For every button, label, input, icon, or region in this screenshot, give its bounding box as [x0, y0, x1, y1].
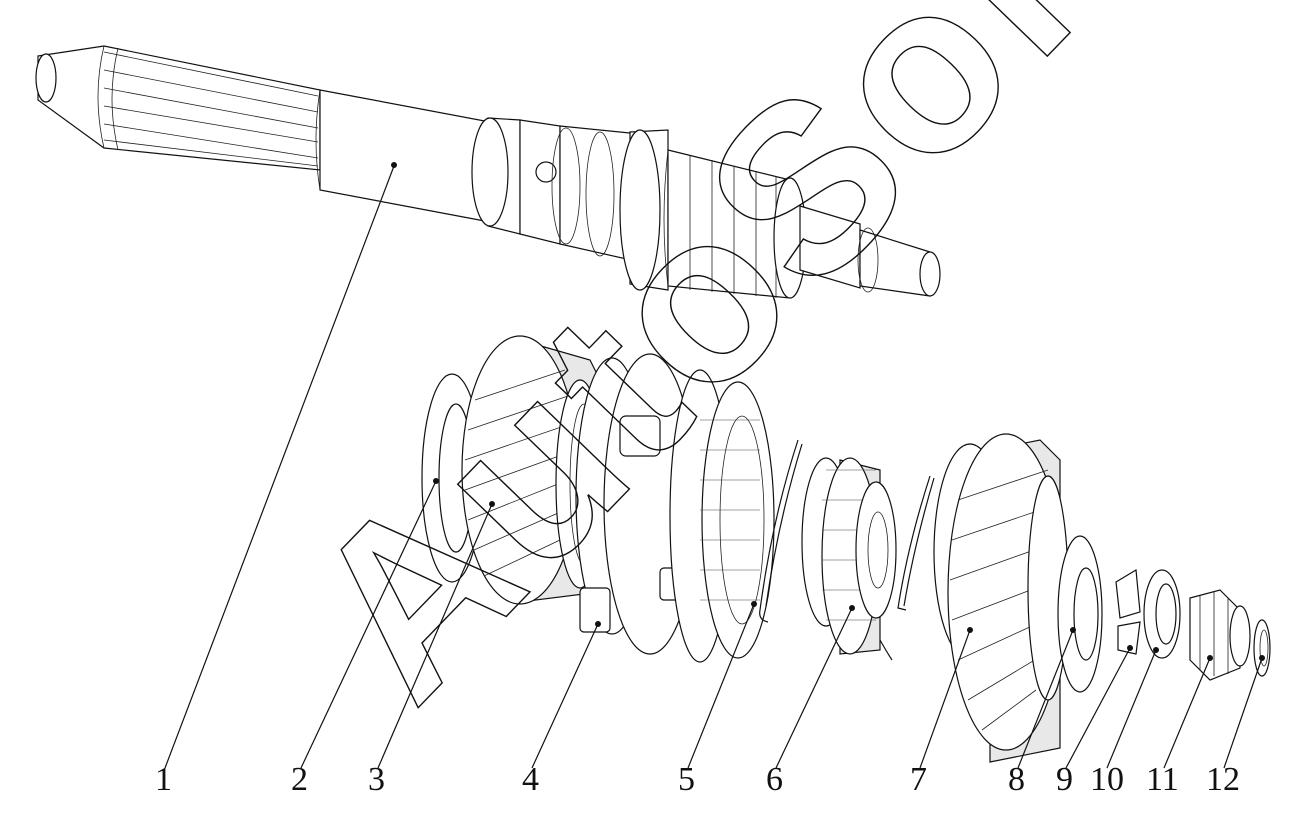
sliding-sleeve-icon	[801, 457, 897, 655]
snap-ring-icon	[751, 439, 803, 623]
callout-5: 5	[678, 761, 695, 798]
mainshaft-icon	[35, 45, 941, 299]
callout-10: 10	[1090, 761, 1124, 798]
callout-1: 1	[155, 761, 172, 798]
split-ring-icon	[1115, 568, 1141, 655]
circlip-icon	[879, 475, 935, 661]
callout-6: 6	[766, 761, 783, 798]
callout-12: 12	[1206, 761, 1240, 798]
spacer-washer-icon	[1057, 535, 1103, 693]
callout-7: 7	[910, 761, 927, 798]
callout-3: 3	[368, 761, 385, 798]
callout-numbers: 1 2 3 4 5 6 7 8 9 10 11 12	[155, 761, 1240, 798]
callout-9: 9	[1056, 761, 1073, 798]
retaining-ring-icon	[1253, 619, 1271, 677]
callout-11: 11	[1146, 761, 1179, 798]
helical-gear-icon	[933, 433, 1069, 763]
callout-4: 4	[522, 761, 539, 798]
washer-icon	[1143, 569, 1181, 659]
synchronizer-assembly-icon	[575, 353, 775, 663]
nut-icon	[1189, 589, 1251, 681]
leader-lines	[164, 165, 1263, 769]
callout-8: 8	[1008, 761, 1025, 798]
callout-2: 2	[291, 761, 308, 798]
